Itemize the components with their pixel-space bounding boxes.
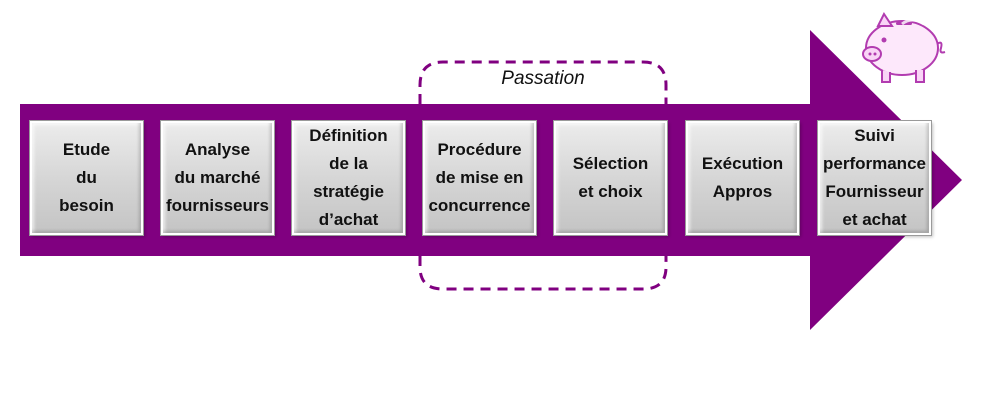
- step-label-line: Etude: [62, 140, 111, 159]
- phase-dashed-frame: [418, 60, 668, 104]
- step-selection-choix: Sélection et choix: [553, 120, 668, 236]
- step-label-line: besoin: [59, 196, 114, 215]
- step-label-line: Procédure: [437, 140, 522, 159]
- step-analyse-marche: Analyse du marché fournisseurs: [160, 120, 275, 236]
- phase-label: Passation: [501, 68, 585, 89]
- step-label-line: Définition: [309, 126, 388, 145]
- step-label-line: du: [76, 168, 97, 187]
- step-label-line: Fournisseur: [825, 182, 924, 201]
- step-label-line: performance: [823, 154, 926, 173]
- phase-dashed-frame-bottom: [418, 256, 668, 291]
- step-etude-besoin: Etude du besoin: [29, 120, 144, 236]
- step-label-line: stratégie: [313, 182, 384, 201]
- step-label-line: et achat: [842, 210, 907, 229]
- step-label-line: d’achat: [318, 210, 379, 229]
- step-label-line: concurrence: [428, 196, 531, 215]
- step-label-line: de la: [329, 154, 368, 173]
- step-label-line: et choix: [578, 182, 643, 201]
- step-label-line: Exécution: [701, 154, 784, 173]
- step-label-line: Appros: [712, 182, 773, 201]
- step-label-line: de mise en: [435, 168, 524, 187]
- step-label-line: Suivi: [854, 126, 895, 145]
- step-label-line: Analyse: [184, 140, 251, 159]
- step-label-line: fournisseurs: [166, 196, 269, 215]
- piggy-bank-icon: [862, 12, 946, 83]
- step-label-line: du marché: [174, 168, 261, 187]
- step-procedure-mise-en-concurrence: Procédure de mise en concurrence: [422, 120, 537, 236]
- step-label-line: Sélection: [572, 154, 649, 173]
- step-definition-strategie: Définition de la stratégie d’achat: [291, 120, 406, 236]
